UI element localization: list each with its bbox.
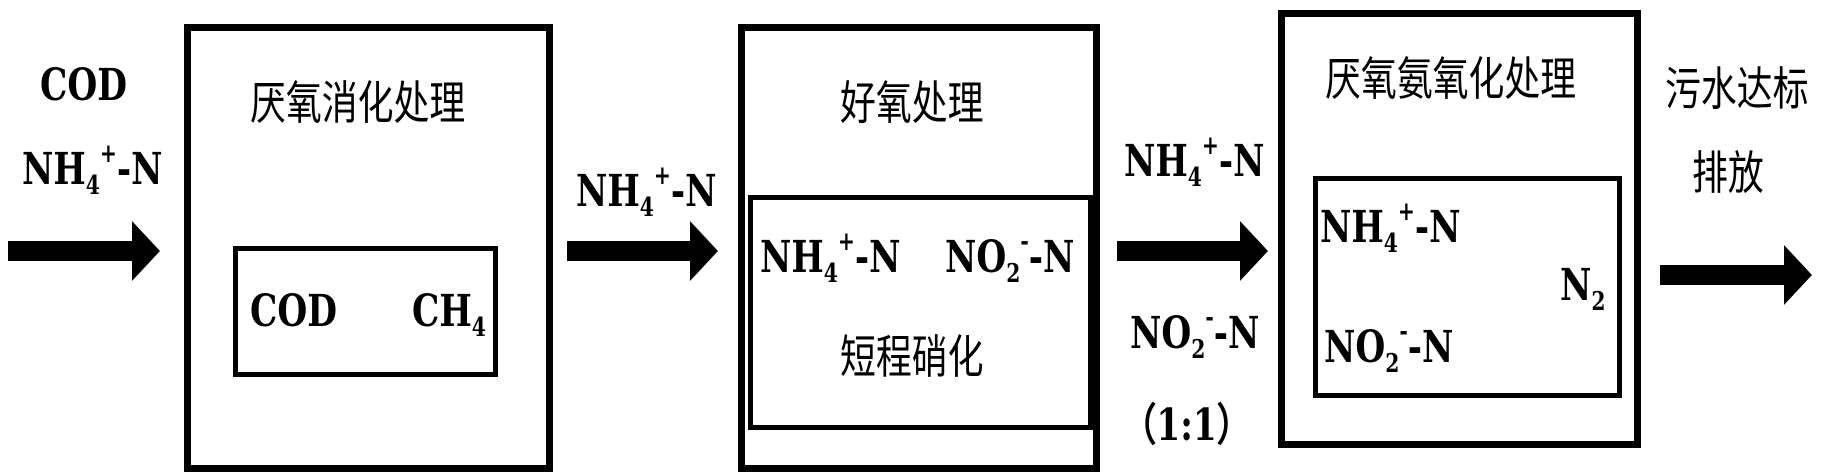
input-cod-label: COD [40,60,127,111]
box1-title: 厌氧消化处理 [250,76,466,130]
box1-cod: COD [250,286,337,337]
arrow-box2-box3 [1117,221,1268,281]
box1-inner-box [233,246,498,377]
box2-title: 好氧处理 [840,76,984,130]
box2-inner-box [748,195,1093,430]
link2-no2-label: NO2--N [1130,303,1260,365]
box3-title: 厌氧氨氧化处理 [1325,52,1577,106]
input-arrow [8,221,160,281]
box3-no2: NO2--N [1324,317,1454,379]
output-label-line1: 污水达标 [1665,62,1809,116]
link2-nh4-label: NH4+-N [1124,131,1265,193]
input-nh4-label: NH4+-N [22,139,163,201]
link2-ratio-label: （1:1） [1122,400,1252,451]
box3-n2: N2 [1560,260,1606,317]
output-arrow [1660,245,1812,305]
arrow-box1-box2 [567,221,718,281]
box2-caption: 短程硝化 [840,330,984,384]
box1-ch4: CH4 [412,286,486,343]
link1-nh4-label: NH4+-N [576,161,717,223]
output-label-line2: 排放 [1692,146,1764,200]
box3-inner-box [1313,176,1622,398]
box2-nh4: NH4+-N [760,227,901,289]
box3-nh4: NH4+-N [1320,197,1461,259]
box2-no2: NO2--N [945,227,1075,289]
